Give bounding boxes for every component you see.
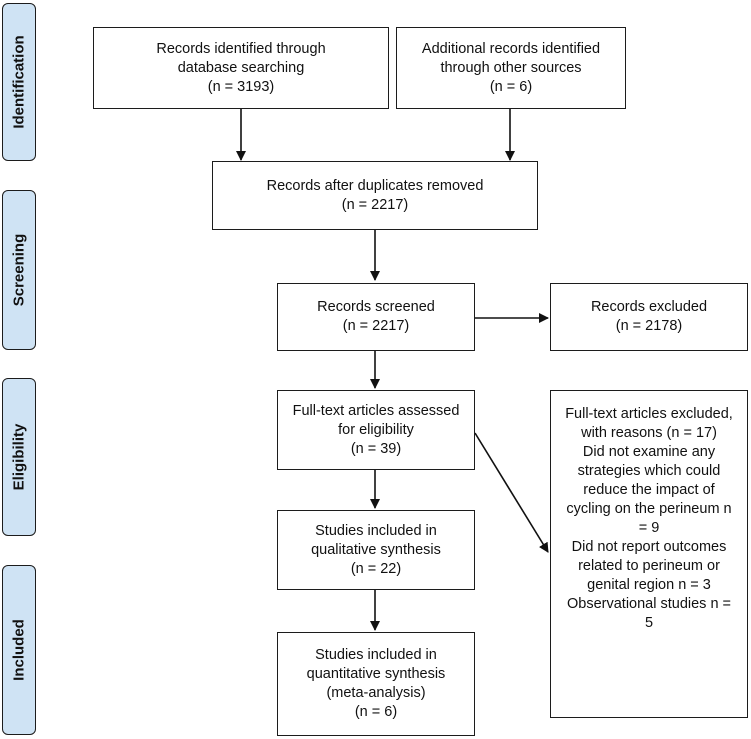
stage-screening: Screening — [2, 190, 36, 350]
box-dedup: Records after duplicates removed (n = 22… — [212, 161, 538, 230]
box-quantitative: Studies included in quantitative synthes… — [277, 632, 475, 736]
arrow-fulltext-to-fulltext-excluded — [474, 432, 549, 553]
box-fulltext: Full-text articles assessed for eligibil… — [277, 390, 475, 470]
stage-eligibility: Eligibility — [2, 378, 36, 536]
box-qualitative: Studies included in qualitative synthesi… — [277, 510, 475, 590]
box-fulltext-excluded: Full-text articles excluded, with reason… — [550, 390, 748, 718]
box-excluded: Records excluded (n = 2178) — [550, 283, 748, 351]
stage-identification: Identification — [2, 3, 36, 161]
box-screened: Records screened (n = 2217) — [277, 283, 475, 351]
box-other-sources: Additional records identified through ot… — [396, 27, 626, 109]
box-db-search: Records identified through database sear… — [93, 27, 389, 109]
stage-included: Included — [2, 565, 36, 735]
